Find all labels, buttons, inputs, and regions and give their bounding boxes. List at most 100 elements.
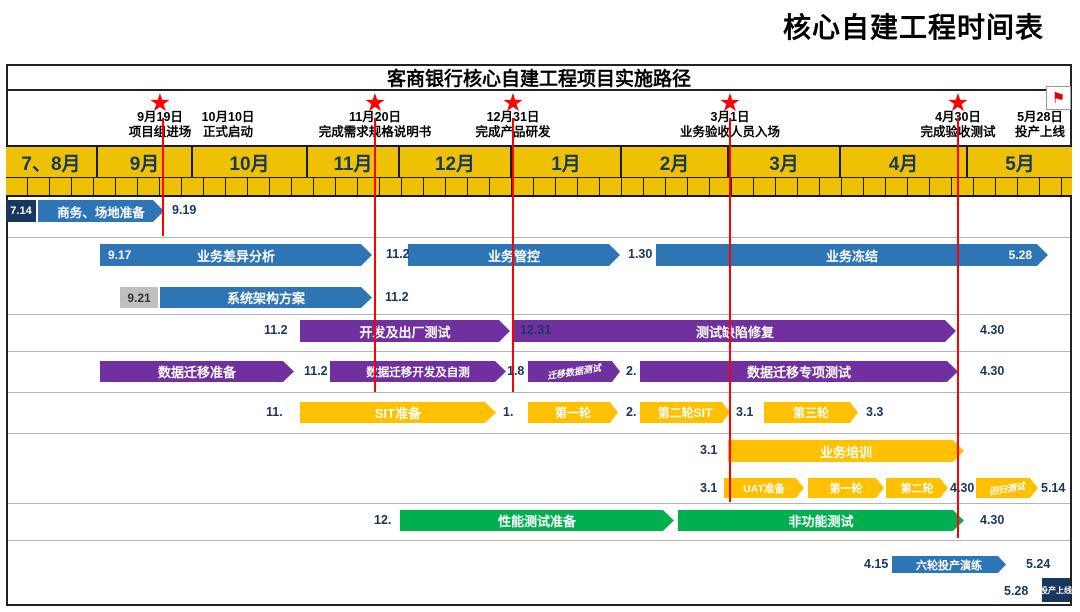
- flag-icon: ⚑: [1051, 89, 1066, 107]
- milestone-date: 4月30日: [935, 110, 981, 124]
- milestone-star-icon: ★: [363, 89, 387, 117]
- milestone-line: [512, 118, 514, 392]
- month-header-cell: 7、8月: [6, 147, 98, 177]
- bar-end-date: 5.28: [1008, 248, 1032, 262]
- milestone-star-icon: ★: [501, 89, 525, 117]
- date-label: 11.: [266, 405, 283, 419]
- milestone-line: [957, 118, 959, 538]
- bar-start-date: 9.17: [108, 248, 132, 262]
- date-label: 1.: [503, 405, 514, 419]
- gantt-bar: 商务、场地准备: [38, 200, 164, 222]
- date-label: 9.19: [172, 203, 197, 217]
- date-label: 2.: [626, 405, 637, 419]
- row-divider: [8, 237, 1070, 238]
- milestone-line: [162, 118, 164, 236]
- date-label: 1.30: [628, 247, 653, 261]
- milestone-date: 10月10日: [201, 110, 255, 124]
- date-label: 2.: [626, 364, 637, 378]
- milestone-date: 5月28日: [1017, 110, 1063, 124]
- milestone-date: 9月19日: [137, 110, 183, 124]
- gantt-bar: 迁移数据测试: [528, 361, 620, 382]
- launch-flag-box: ⚑: [1046, 86, 1071, 110]
- month-header-cell: 10月: [193, 147, 308, 177]
- date-box: 7.14: [6, 200, 36, 222]
- date-label: 5.24: [1026, 557, 1051, 571]
- date-label: 12.: [374, 513, 392, 527]
- gantt-bar: 第一轮: [808, 478, 884, 498]
- date-label: 4.30: [980, 364, 1005, 378]
- date-label: 4.30: [950, 481, 975, 495]
- date-label: 5.28: [1004, 584, 1029, 598]
- month-header-cell: 11月: [308, 147, 400, 177]
- milestone-line: [729, 118, 731, 502]
- gantt-bar: 测试缺陷修复: [514, 320, 956, 342]
- date-label: 11.2: [264, 323, 288, 337]
- gantt-bar: 回归测试: [976, 478, 1038, 498]
- gantt-bar: 六轮投产演练: [892, 556, 1006, 573]
- date-label: 3.1: [700, 481, 718, 495]
- date-label: 3.1: [736, 405, 754, 419]
- milestone-label: 投产上线: [1014, 125, 1065, 139]
- gantt-bar: 数据迁移准备: [100, 361, 294, 382]
- gantt-bar: 业务培训: [728, 440, 964, 462]
- milestone-label: 项目组进场: [128, 125, 192, 139]
- gantt-bar: 性能测试准备: [400, 510, 674, 531]
- bar-label: 业务冻结: [825, 248, 878, 264]
- milestone: 5月28日 投产上线: [960, 110, 1080, 140]
- gantt-bar: 第一轮: [528, 402, 618, 423]
- month-header-cell: 3月: [729, 147, 841, 177]
- gantt-bar: 非功能测试: [678, 510, 964, 531]
- gantt-bar: 数据迁移开发及自测: [330, 361, 506, 382]
- chart-title: 客商银行核心自建工程项目实施路径: [8, 66, 1070, 91]
- gantt-bar: 9.17 业务差异分析: [100, 244, 372, 266]
- date-label: 4.30: [980, 323, 1005, 337]
- week-grid-row: [6, 178, 1072, 197]
- date-box: 9.21: [120, 287, 158, 308]
- date-label: 3.1: [700, 443, 718, 457]
- month-header-cell: 2月: [622, 147, 729, 177]
- row-divider: [8, 351, 1070, 352]
- row-divider: [8, 540, 1070, 541]
- milestone-date: 12月31日: [486, 110, 540, 124]
- bar-label: 回归测试: [988, 480, 1026, 497]
- bar-label: 业务差异分析: [196, 248, 275, 264]
- date-label: 11.2: [304, 364, 328, 378]
- date-label: 1.8: [507, 364, 525, 378]
- milestone-date: 3月1日: [710, 110, 750, 124]
- gantt-bar: 第二轮SIT: [640, 402, 730, 423]
- date-label: 5.14: [1041, 481, 1066, 495]
- month-header-cell: 1月: [512, 147, 622, 177]
- date-label: 12.31: [520, 323, 552, 337]
- bar-label: 迁移数据测试: [546, 362, 602, 382]
- month-header-cell: 9月: [98, 147, 193, 177]
- gantt-bar: 业务冻结 5.28: [656, 244, 1048, 266]
- milestone-line: [374, 118, 376, 392]
- row-divider: [8, 503, 1070, 504]
- milestone-star-icon: ★: [148, 89, 172, 117]
- row-divider: [8, 314, 1070, 315]
- milestone-date: 11月20日: [348, 110, 402, 124]
- date-label: 11.2: [386, 247, 410, 261]
- gantt-bar: 业务管控: [408, 244, 620, 266]
- gantt-bar: 系统架构方案: [160, 287, 372, 308]
- milestone-star-icon: ★: [718, 89, 742, 117]
- milestone-label: 正式启动: [202, 125, 253, 139]
- date-label: 3.3: [866, 405, 884, 419]
- gantt-bar: 第三轮: [764, 402, 858, 423]
- gantt-bar: SIT准备: [300, 402, 496, 423]
- month-header-row: 7、8月 9月 10月 11月 12月 1月 2月 3月 4月 5月: [6, 145, 1072, 178]
- date-label: 4.15: [864, 557, 889, 571]
- gantt-bar: 开发及出厂测试: [300, 320, 510, 342]
- page-title: 核心自建工程时间表: [782, 12, 1044, 43]
- month-header-cell: 4月: [841, 147, 968, 177]
- date-label: 11.2: [385, 290, 409, 304]
- row-divider: [8, 433, 1070, 434]
- date-label: 4.30: [980, 513, 1005, 527]
- gantt-bar: UAT准备: [724, 478, 804, 498]
- milestone: 4月30日 完成验收测试: [878, 110, 1038, 140]
- gantt-bar: 第二轮: [886, 478, 948, 498]
- gantt-bar: 数据迁移专项测试: [640, 361, 958, 382]
- date-box: 投产上线: [1040, 578, 1072, 602]
- milestone: 10月10日 正式启动: [148, 110, 308, 140]
